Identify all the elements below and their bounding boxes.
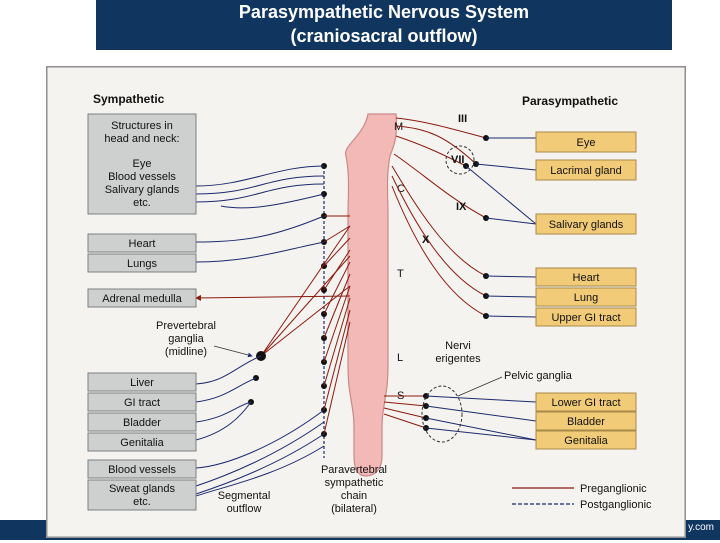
right-genitalia-label: Genitalia (564, 435, 608, 447)
left-gi-label: GI tract (124, 397, 160, 409)
head-neck-item-etc: etc. (133, 197, 151, 209)
head-neck-title-1: Structures in (111, 120, 173, 132)
left-gi-box (87, 392, 197, 412)
nervi-erigentes-label-2: erigentes (435, 353, 481, 365)
head-neck-item-eye: Eye (133, 158, 152, 170)
sympathetic-preganglionic-fibers (195, 215, 351, 435)
sympathetic-postganglionic-fibers (195, 165, 325, 497)
adrenal-box (87, 288, 197, 308)
head-neck-item-blood-vessels: Blood vessels (108, 171, 176, 183)
cord-label-m: M (394, 121, 403, 133)
left-heart-box (87, 233, 197, 253)
segmental-outflow-label-2: outflow (227, 503, 262, 515)
paravertebral-label-2: sympathetic (325, 477, 384, 489)
sympathetic-targets: Structures in head and neck: Eye Blood v… (87, 113, 197, 511)
legend-preganglionic-label: Preganglionic (580, 483, 647, 495)
slide-title: Parasympathetic Nervous System (craniosa… (96, 0, 672, 48)
left-heart-label: Heart (129, 238, 156, 250)
blood-vessels-label: Blood vessels (108, 464, 176, 476)
parasympathetic-preganglionic-fibers (383, 117, 487, 429)
sweat-glands-etc: etc. (133, 496, 151, 508)
vii-circle (445, 145, 475, 175)
right-genitalia-box (535, 430, 637, 450)
nervi-erigentes-label-1: Nervi (445, 340, 471, 352)
cord-label-t: T (397, 268, 404, 280)
liver-box (87, 372, 197, 392)
paravertebral-label-3: chain (341, 490, 367, 502)
blood-vessels-box (87, 459, 197, 479)
lacrimal-label: Lacrimal gland (550, 165, 622, 177)
spinal-cord (345, 113, 398, 477)
nerve-vii-label: VII (451, 154, 464, 166)
upper-gi-label: Upper GI tract (551, 312, 620, 324)
footer-text: y.com (688, 522, 714, 533)
head-neck-title-2: head and neck: (104, 133, 179, 145)
legend-postganglionic-label: Postganglionic (580, 499, 652, 511)
right-lung-label: Lung (574, 292, 598, 304)
prevertebral-label-3: (midline) (165, 346, 207, 358)
left-lungs-label: Lungs (127, 258, 157, 270)
sweat-glands-label: Sweat glands (109, 483, 176, 495)
liver-label: Liver (130, 377, 154, 389)
salivary-label: Salivary glands (549, 219, 624, 231)
prevertebral-label-2: ganglia (168, 333, 204, 345)
salivary-box (535, 213, 637, 235)
adrenal-label: Adrenal medulla (102, 293, 182, 305)
chain-ganglion (321, 191, 327, 197)
left-lungs-box (87, 253, 197, 273)
head-neck-box (87, 113, 197, 215)
sympathetic-header: Sympathetic (93, 92, 165, 106)
segmental-outflow-label-1: Segmental (218, 490, 271, 502)
nervous-system-figure: Sympathetic Parasympathetic M C T L S (44, 64, 688, 540)
nerve-ix-label: IX (456, 201, 467, 213)
pelvic-ganglia-circle (421, 385, 463, 443)
figure-svg: Sympathetic Parasympathetic M C T L S (44, 64, 688, 540)
right-heart-box (535, 267, 637, 287)
parasympathetic-header: Parasympathetic (522, 94, 618, 108)
right-heart-label: Heart (573, 272, 600, 284)
cord-label-l: L (397, 352, 403, 364)
left-bladder-box (87, 412, 197, 432)
left-bladder-label: Bladder (123, 417, 161, 429)
paravertebral-label-1: Paravertebral (321, 464, 387, 476)
pelvic-ganglia-pointer (457, 376, 503, 397)
parasympathetic-targets: Eye Lacrimal gland Salivary glands Heart… (535, 131, 637, 450)
lacrimal-box (535, 159, 637, 181)
slide-title-line-2: (craniosacral outflow) (290, 26, 478, 46)
title-box (96, 0, 672, 50)
head-neck-item-salivary: Salivary glands (105, 184, 180, 196)
prevertebral-label-1: Prevertebral (156, 320, 216, 332)
nerve-x-label: X (422, 234, 430, 246)
right-eye-label: Eye (577, 137, 596, 149)
upper-gi-box (535, 307, 637, 327)
lower-gi-label: Lower GI tract (551, 397, 620, 409)
sweat-glands-box (87, 479, 197, 511)
right-eye-box (535, 131, 637, 153)
cord-label-c: C (397, 183, 405, 195)
chain-ganglia (321, 163, 327, 437)
nerve-iii-label: III (458, 113, 467, 125)
pelvic-ganglia-label: Pelvic ganglia (504, 370, 573, 382)
right-bladder-label: Bladder (567, 416, 605, 428)
left-genitalia-box (87, 432, 197, 452)
lower-gi-box (535, 392, 637, 412)
prevertebral-pointer (213, 345, 253, 358)
right-bladder-box (535, 411, 637, 431)
slide-title-line-1: Parasympathetic Nervous System (238, 2, 530, 22)
right-lung-box (535, 287, 637, 307)
left-genitalia-label: Genitalia (120, 437, 164, 449)
parasympathetic-postganglionic-fibers (425, 137, 537, 441)
paravertebral-label-4: (bilateral) (331, 503, 377, 515)
